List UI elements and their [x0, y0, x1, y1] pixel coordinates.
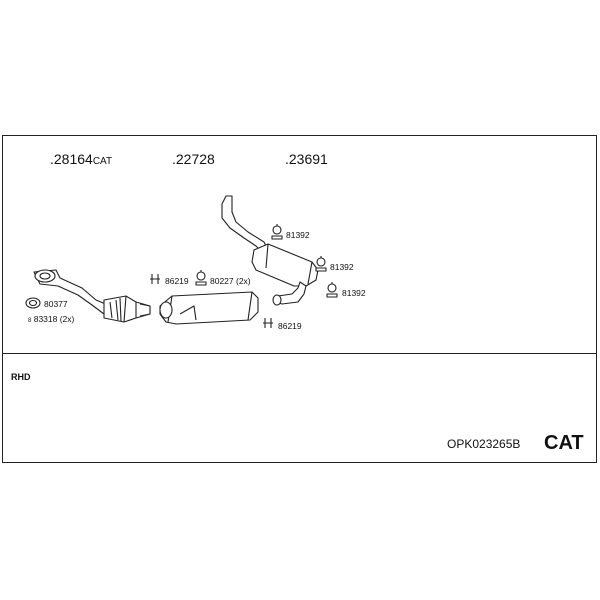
cat-label: CAT	[544, 432, 584, 454]
part-number-28164: .28164CAT	[50, 151, 113, 167]
gasket-icon	[25, 297, 41, 309]
steering-label: RHD	[11, 372, 31, 382]
middle-silencer	[159, 291, 259, 325]
fitting-label-81392-c: 81392	[342, 288, 366, 298]
rubber-mount-icon-81392-b	[315, 256, 327, 272]
part-number-22728: .22728	[172, 151, 215, 167]
rear-silencer	[221, 195, 319, 306]
part-number-23691: .23691	[285, 151, 328, 167]
fitting-label-86219-a: 86219	[165, 276, 189, 286]
clamp-icon-86219-b	[263, 318, 273, 328]
fitting-label-83318: 8 83318 (2x)	[28, 314, 75, 324]
fitting-label-80377: 80377	[44, 299, 68, 309]
kit-code: OPK023265B	[447, 437, 521, 451]
fitting-label-81392-a: 81392	[286, 230, 310, 240]
section-divider	[2, 353, 597, 354]
fitting-label-86219-b: 86219	[278, 321, 302, 331]
fitting-label-81392-b: 81392	[330, 262, 354, 272]
fitting-label-80227: 80227 (2x)	[210, 276, 251, 286]
clamp-icon-86219-a	[150, 274, 160, 284]
diagram-frame	[2, 135, 597, 463]
rubber-mount-icon-80227	[195, 270, 207, 286]
rubber-mount-icon-81392-a	[271, 224, 283, 240]
front-pipe-catalyst	[33, 269, 151, 323]
rubber-mount-icon-81392-c	[326, 282, 338, 298]
